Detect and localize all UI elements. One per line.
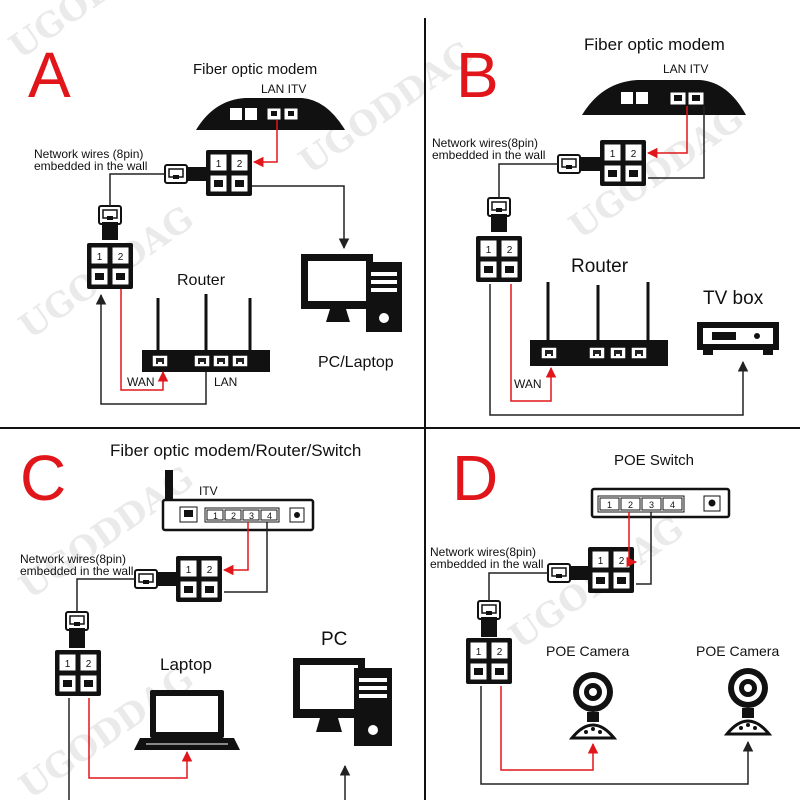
panel-d: D POE Switch 1 2 3 4 Network wires(8pin)… bbox=[430, 442, 779, 785]
wire-a-splitter-to-wan bbox=[120, 289, 169, 391]
device2-label-c: PC bbox=[321, 629, 347, 650]
pc-a bbox=[301, 254, 402, 332]
port-num-c-3: 3 bbox=[249, 511, 254, 521]
laptop-c bbox=[134, 690, 240, 750]
wall-label-2-c: embedded in the wall bbox=[20, 564, 133, 578]
wire-c-wall bbox=[76, 578, 135, 612]
splitter-b-bottom bbox=[475, 235, 523, 283]
camera2-label-d: POE Camera bbox=[696, 643, 779, 659]
port-num-d-1: 1 bbox=[607, 500, 612, 510]
wire-a-wall bbox=[109, 173, 165, 206]
device-label-a: PC/Laptop bbox=[318, 354, 394, 371]
poe-camera-2-d bbox=[723, 668, 773, 736]
wan-label-b: WAN bbox=[514, 377, 542, 391]
device1-label-c: Laptop bbox=[160, 655, 212, 674]
wall-label-1-b: Network wires(8pin) bbox=[432, 136, 538, 150]
watermark-3: UGODDAG bbox=[562, 98, 751, 247]
wall-label-1-a: Network wires (8pin) bbox=[34, 147, 143, 161]
port-num-d-2: 2 bbox=[628, 500, 633, 510]
router-label-a: Router bbox=[177, 272, 226, 289]
panel-letter-c: C bbox=[20, 442, 66, 514]
wire-a-modem-to-splitter bbox=[252, 120, 278, 168]
modem-title-c: Fiber optic modem/Router/Switch bbox=[110, 441, 361, 460]
wall-plug-b-bottom bbox=[487, 197, 511, 217]
splitter-b-top bbox=[599, 139, 647, 187]
wall-label-2-d: embedded in the wall bbox=[430, 557, 543, 571]
modem-ports-c: ITV bbox=[199, 484, 218, 498]
wall-label-1-c: Network wires(8pin) bbox=[20, 552, 126, 566]
lan-label-a: LAN bbox=[214, 375, 237, 389]
wire-b-splitter-to-modem bbox=[648, 106, 705, 179]
modem-title-a: Fiber optic modem bbox=[193, 61, 317, 78]
splitter-a-bottom bbox=[86, 242, 134, 290]
router-b bbox=[530, 282, 668, 366]
wire-d-splitter-to-switch bbox=[636, 512, 652, 585]
wire-a-splitter-to-pc bbox=[252, 185, 350, 250]
wire-b-wall bbox=[498, 163, 558, 198]
wall-plug-a-top bbox=[164, 164, 188, 184]
switch-title-d: POE Switch bbox=[614, 452, 694, 469]
camera1-label-d: POE Camera bbox=[546, 643, 629, 659]
wall-plug-a-bottom bbox=[98, 205, 122, 225]
wire-c-splitter-to-modem bbox=[224, 522, 268, 593]
modem-c: 1 2 3 4 bbox=[161, 470, 315, 532]
modem-ports-a: LAN ITV bbox=[261, 82, 306, 96]
wall-plug-d-bottom bbox=[477, 600, 501, 620]
pc-c bbox=[293, 658, 392, 746]
modem-b bbox=[582, 80, 746, 115]
wall-label-1-d: Network wires(8pin) bbox=[430, 545, 536, 559]
splitter-d-top bbox=[587, 546, 635, 594]
port-num-d-4: 4 bbox=[670, 500, 675, 510]
port-num-c-1: 1 bbox=[213, 511, 218, 521]
panel-b: B Fiber optic modem LAN ITV Network wire… bbox=[432, 35, 779, 416]
poe-switch-d: 1 2 3 4 bbox=[590, 487, 731, 519]
wan-label-a: WAN bbox=[127, 375, 155, 389]
wall-plug-c-bottom bbox=[65, 611, 89, 631]
wire-c-modem-to-splitter bbox=[222, 522, 249, 576]
panel-a: A Fiber optic modem LAN ITV Network wire… bbox=[28, 39, 402, 405]
modem-ports-b: LAN ITV bbox=[663, 62, 708, 76]
splitter-c-top bbox=[175, 555, 223, 603]
port-num-d-3: 3 bbox=[649, 500, 654, 510]
router-a bbox=[142, 294, 270, 372]
tv-box-b bbox=[697, 322, 779, 355]
wire-a-lan-to-splitter bbox=[95, 293, 207, 405]
panel-c: C Fiber optic modem/Router/Switch ITV 1 … bbox=[20, 441, 392, 800]
splitter-d-bottom bbox=[465, 637, 513, 685]
wire-b-splitter-to-tvbox bbox=[489, 284, 749, 416]
splitter-c-bottom bbox=[54, 649, 102, 697]
panel-letter-d: D bbox=[452, 442, 498, 514]
wire-c-splitter-to-laptop bbox=[88, 698, 193, 779]
wall-plug-d-top bbox=[547, 563, 571, 583]
wire-d-splitter-to-camera2 bbox=[480, 686, 754, 785]
panel-letter-b: B bbox=[456, 39, 499, 111]
modem-title-b: Fiber optic modem bbox=[584, 35, 725, 54]
wire-b-modem-to-splitter bbox=[646, 106, 688, 159]
wall-label-2-a: embedded in the wall bbox=[34, 159, 147, 173]
wall-label-2-b: embedded in the wall bbox=[432, 148, 545, 162]
port-num-c-4: 4 bbox=[267, 511, 272, 521]
panel-letter-a: A bbox=[28, 39, 71, 111]
wall-plug-b-top bbox=[557, 154, 581, 174]
modem-a bbox=[196, 98, 345, 130]
wire-d-wall bbox=[488, 572, 548, 601]
poe-camera-1-d bbox=[568, 672, 618, 740]
wire-d-splitter-to-camera1 bbox=[500, 686, 599, 771]
splitter-a-top bbox=[205, 149, 253, 197]
device-label-b: TV box bbox=[703, 288, 764, 309]
wall-plug-c-top bbox=[134, 569, 158, 589]
wire-b-splitter-to-wan bbox=[510, 284, 557, 402]
wire-d-switch-to-splitter bbox=[626, 512, 638, 568]
port-num-c-2: 2 bbox=[231, 511, 236, 521]
router-label-b: Router bbox=[571, 256, 629, 277]
